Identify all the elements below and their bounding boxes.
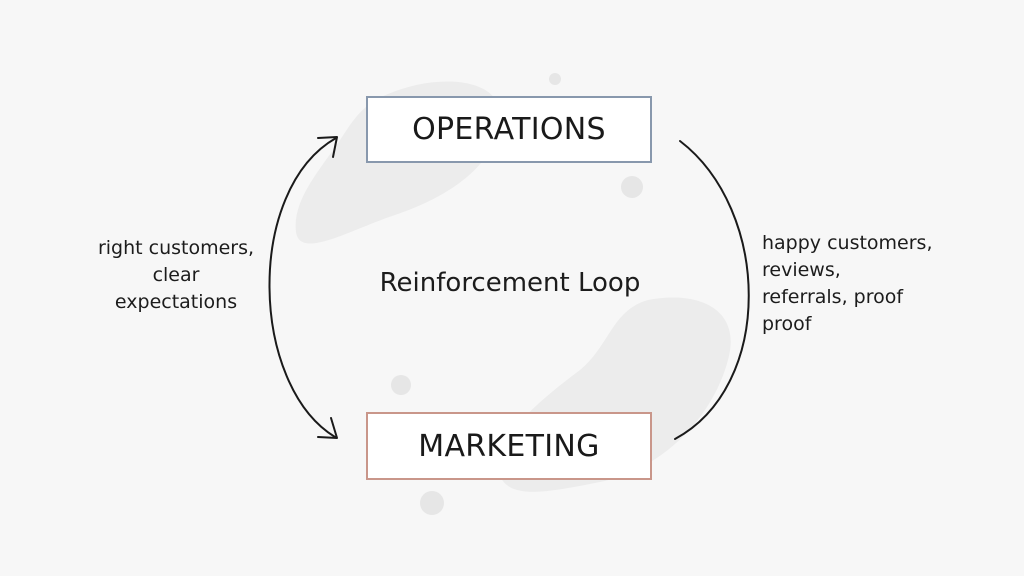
right-edge-label-line-4: proof — [762, 313, 812, 335]
decor-dot-3 — [391, 375, 411, 395]
left-edge-label-line-2: clear — [152, 264, 200, 286]
loop-arrow-left — [268, 137, 337, 438]
right-edge-label-line-2: reviews, — [762, 259, 841, 281]
arrowhead-top-left — [317, 136, 338, 158]
right-edge-label-line-3: referrals, proof — [762, 286, 904, 308]
marketing-node: MARKETING — [366, 412, 652, 480]
left-edge-label: right customers, clear expectations — [88, 235, 264, 316]
center-label: Reinforcement Loop — [379, 268, 641, 298]
decor-dot-2 — [621, 176, 643, 198]
operations-node: OPERATIONS — [366, 96, 652, 163]
decor-dot-4 — [420, 491, 444, 515]
loop-arrow-right — [674, 140, 750, 440]
left-edge-label-line-1: right customers, — [97, 237, 255, 259]
right-edge-label: happy customers, reviews, referrals, pro… — [762, 230, 933, 338]
marketing-node-label: MARKETING — [418, 428, 600, 464]
arrowhead-bottom-left — [317, 417, 338, 439]
operations-node-label: OPERATIONS — [412, 112, 606, 147]
right-edge-label-line-1: happy customers, — [762, 232, 933, 254]
left-edge-label-line-3: expectations — [114, 291, 238, 313]
decor-dot-1 — [549, 73, 561, 85]
